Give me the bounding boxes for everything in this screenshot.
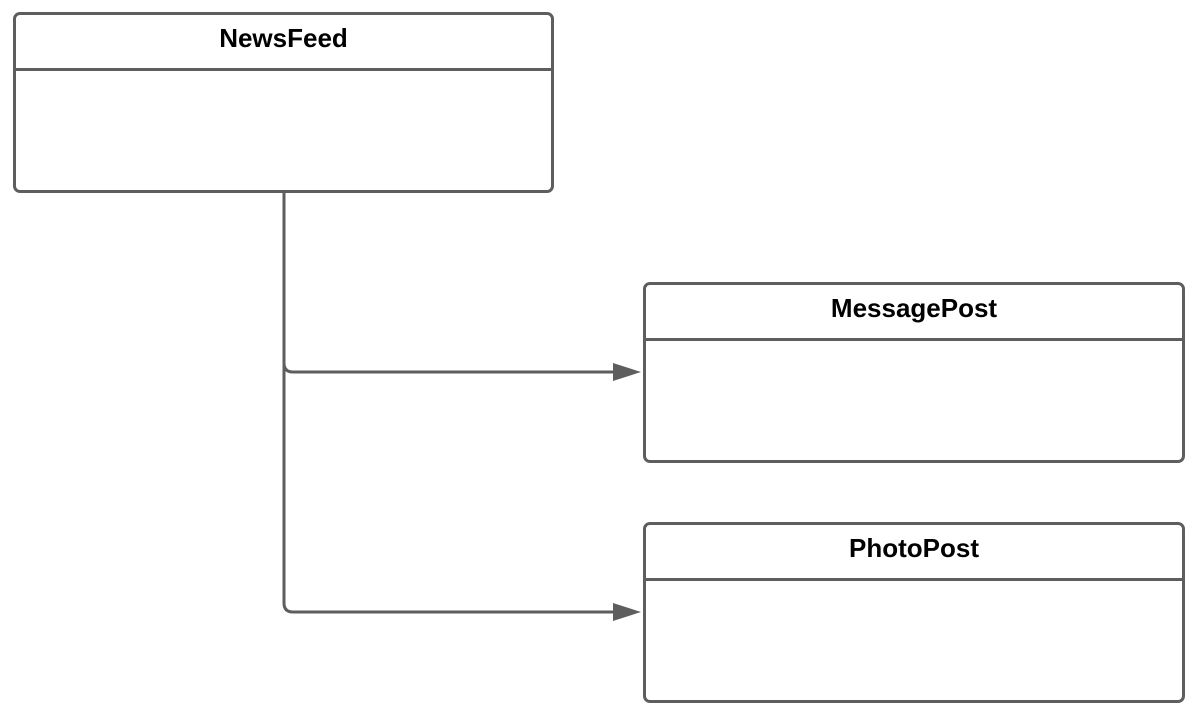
class-box-messagepost[interactable]: MessagePost: [643, 282, 1185, 463]
class-name-newsfeed: NewsFeed: [16, 15, 551, 71]
arrowhead-messagepost: [613, 363, 641, 381]
edge-newsfeed-messagepost: [282, 362, 616, 374]
connector-trunk: [282, 193, 294, 614]
class-name-photopost: PhotoPost: [646, 525, 1182, 581]
arrowhead-photopost: [613, 603, 641, 621]
class-box-photopost[interactable]: PhotoPost: [643, 522, 1185, 703]
class-name-messagepost: MessagePost: [646, 285, 1182, 341]
class-box-newsfeed[interactable]: NewsFeed: [13, 12, 554, 193]
